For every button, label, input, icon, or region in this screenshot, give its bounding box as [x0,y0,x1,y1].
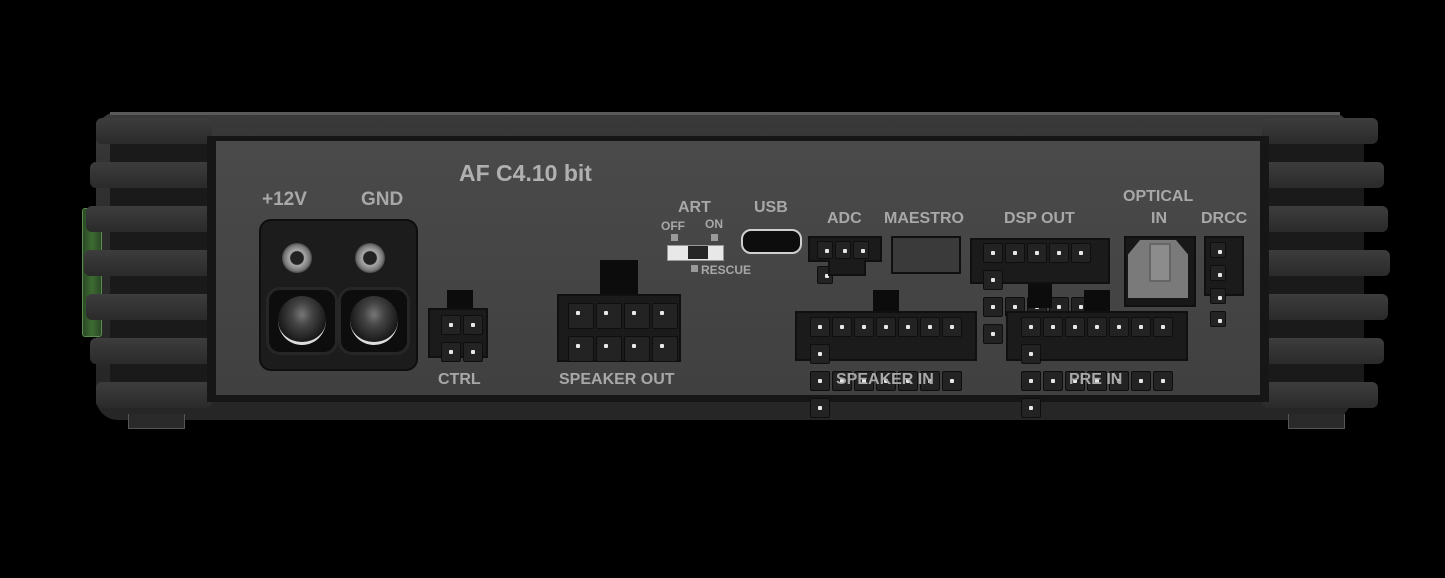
plus12v-terminal[interactable] [266,287,338,355]
maestro-label: MAESTRO [884,210,964,227]
left-heatsink-fins [84,118,212,408]
plus12v-screw-icon[interactable] [282,243,312,273]
speaker-out-label: SPEAKER OUT [559,371,675,388]
ctrl-port[interactable] [428,308,488,362]
art-off-label: OFF [661,219,685,233]
speaker-in-latch [873,290,899,312]
gnd-label: GND [361,189,404,210]
on-indicator-icon [711,234,718,241]
gnd-screw-icon[interactable] [355,243,385,273]
plus12v-label: +12V [262,189,307,210]
dsp-out-label: DSP OUT [1004,210,1075,227]
model-title: AF C4.10 bit [459,160,592,186]
left-foot [128,414,185,429]
ctrl-label: CTRL [438,371,481,388]
drcc-port[interactable] [1204,236,1244,327]
art-label: ART [678,199,711,216]
optical-label: OPTICAL [1123,188,1194,205]
adc-label: ADC [827,210,862,227]
dsp-out-latch [1028,284,1052,308]
right-heatsink-fins [1262,118,1390,408]
adc-key [828,260,866,276]
pre-in-latch [1084,290,1110,312]
speaker-out-port[interactable] [557,294,681,362]
right-foot [1288,414,1345,429]
rescue-indicator-icon [691,265,698,272]
off-indicator-icon [671,234,678,241]
pre-in-label: PRE IN [1069,371,1123,388]
adc-port[interactable] [808,236,882,284]
optical-port-slot [1149,243,1171,282]
drcc-label: DRCC [1201,210,1248,227]
ctrl-latch [447,290,473,310]
art-switch-knob[interactable] [688,246,708,259]
speaker-out-latch [600,260,638,296]
pre-in-port[interactable] [1006,311,1188,418]
gnd-terminal[interactable] [338,287,410,355]
usb-port[interactable] [741,229,802,254]
maestro-port[interactable] [891,236,961,274]
optical-in-label: IN [1151,210,1167,227]
dsp-out-port[interactable] [970,238,1110,344]
chassis-top-edge [110,112,1340,115]
speaker-in-label: SPEAKER IN [836,371,934,388]
usb-label: USB [754,199,788,216]
art-on-label: ON [705,217,723,231]
speaker-in-port[interactable] [795,311,977,418]
rescue-label: RESCUE [701,263,752,277]
